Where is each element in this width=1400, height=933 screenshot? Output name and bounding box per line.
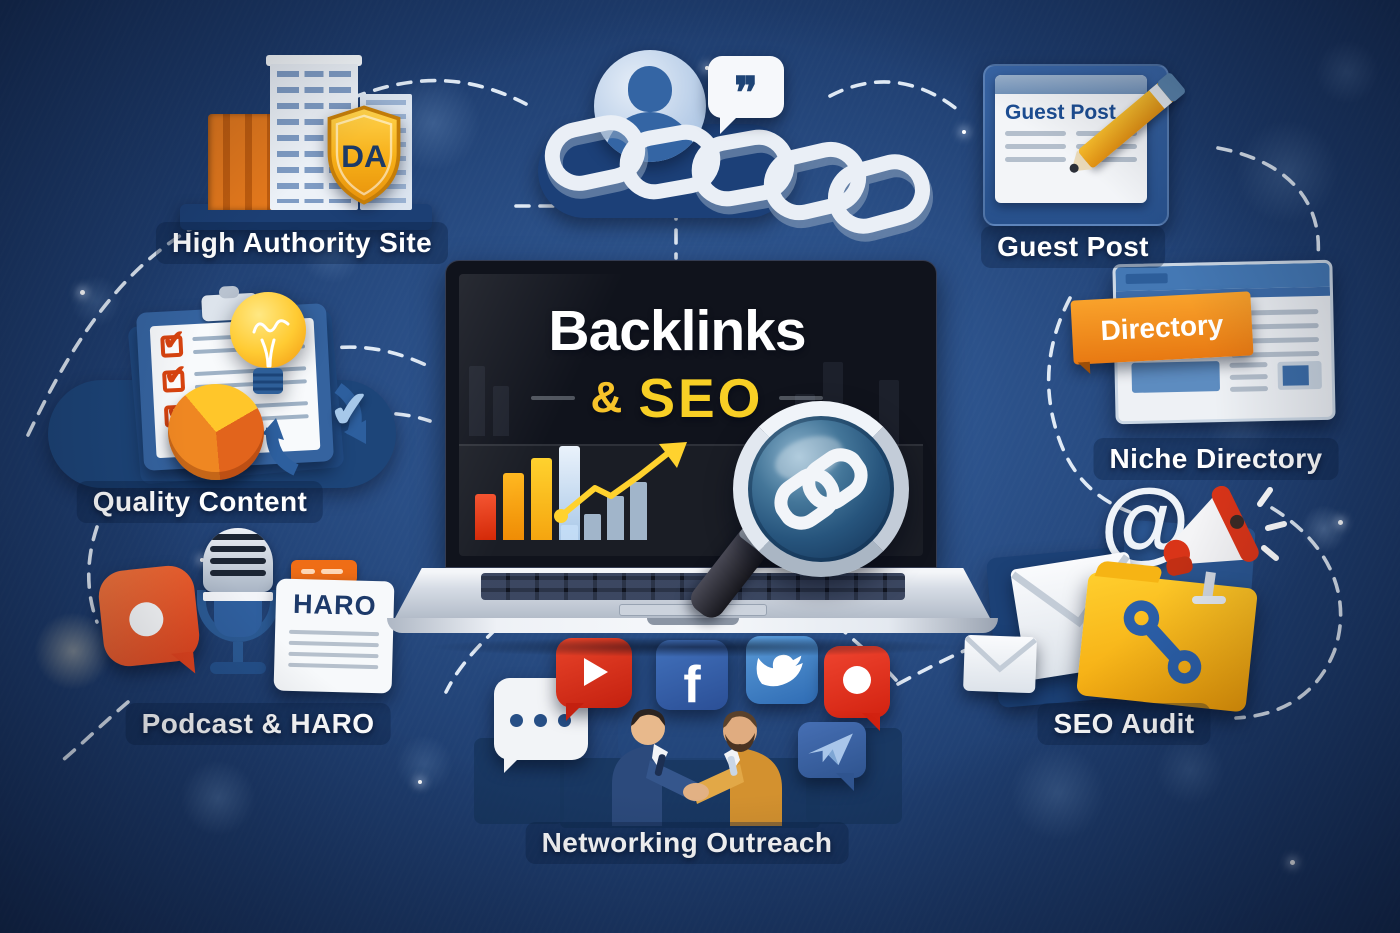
decor-dash (779, 396, 824, 400)
haro-card-icon: HARO (273, 578, 395, 694)
pale-bar-chart-icon (561, 482, 647, 540)
label-high-authority: High Authority Site (155, 222, 449, 264)
trend-arrow-icon (554, 442, 687, 523)
da-shield-icon: DA (327, 105, 401, 205)
ghost-bar (493, 386, 509, 436)
node-niche-directory: Directory (1062, 256, 1342, 468)
connector-path (1046, 296, 1132, 514)
magnifier-link-icon (685, 401, 909, 624)
microphone-icon (197, 528, 281, 696)
document-title: Guest Post (1005, 101, 1116, 124)
building-orange-icon (208, 114, 274, 210)
bar-chart-icon (475, 446, 580, 540)
screen-title: Backlinks (459, 298, 895, 364)
toolbox-folder-icon (1075, 571, 1259, 713)
checkbox-icon: ✔ (162, 360, 188, 393)
label-networking: Networking Outreach (525, 822, 849, 864)
connector-path (444, 626, 499, 694)
node-seo-audit: @ (952, 468, 1322, 718)
quote-bubble-icon: ❞ (708, 56, 784, 134)
document-titlebar (995, 75, 1147, 94)
text-line (1005, 144, 1066, 149)
text-line (288, 662, 379, 670)
chain-links-icon (544, 115, 933, 242)
content-block (1277, 360, 1323, 390)
label-seo-audit: SEO Audit (1037, 703, 1211, 745)
label-podcast-haro: Podcast & HARO (125, 703, 391, 745)
connector-path (350, 78, 528, 106)
node-podcast-haro: HARO (85, 522, 415, 722)
wrench-icon (1123, 600, 1202, 684)
text-line (288, 640, 379, 648)
connector-path (1234, 506, 1343, 720)
text-line (1229, 386, 1269, 392)
text-line (1005, 157, 1066, 162)
node-guest-post: Guest Post (975, 58, 1195, 238)
seo-text: SEO (638, 366, 763, 430)
directory-ribbon-text: Directory (1099, 308, 1225, 347)
laptop: Backlinks & SEO (387, 255, 998, 660)
messenger-plane-icon (798, 722, 866, 791)
lightbulb-icon (230, 292, 306, 394)
building-roof (266, 55, 362, 66)
screen-subtitle: & SEO (459, 366, 895, 430)
directory-ribbon: Directory (1070, 291, 1254, 365)
haro-title: HARO (292, 588, 377, 622)
chat-bubble-icon (96, 563, 202, 669)
approval-check-icon: ✔ (327, 382, 373, 439)
text-line (288, 651, 379, 659)
panel-divider (459, 444, 923, 446)
text-line (1229, 362, 1268, 368)
laptop-shadow (425, 637, 965, 657)
node-quality-content: ✔ ✔ ✔ ✔ (48, 278, 418, 513)
laptop-base-lip (387, 618, 998, 633)
facebook-glyph: f (683, 656, 701, 715)
connector-path (828, 80, 960, 112)
text-line (1229, 374, 1268, 380)
pie-chart-icon (168, 384, 264, 480)
ghost-bar (469, 366, 485, 436)
handshake-people-icon (612, 708, 782, 826)
amp-text: & (591, 373, 623, 423)
text-line (1076, 157, 1137, 162)
record-bubble-icon (824, 646, 890, 731)
node-link-profile: ❞ (480, 42, 933, 242)
node-high-authority: DA (170, 52, 455, 252)
label-niche-directory: Niche Directory (1093, 438, 1339, 480)
connector-path (86, 525, 99, 624)
connector-path (1216, 146, 1321, 258)
megaphone-icon (1163, 486, 1287, 604)
da-badge-text: DA (341, 138, 387, 174)
text-line (289, 629, 380, 637)
label-quality-content: Quality Content (76, 481, 324, 523)
connector-path (896, 648, 968, 686)
checkbox-icon: ✔ (160, 325, 186, 358)
text-line (1005, 131, 1066, 136)
connector-path (55, 700, 130, 767)
label-guest-post: Guest Post (981, 226, 1165, 268)
refresh-arrows-icon (262, 383, 366, 476)
link-chain-icon (774, 448, 868, 530)
envelope-small-icon (963, 634, 1037, 694)
node-networking: f (468, 618, 908, 868)
decor-dash (530, 396, 575, 400)
content-block (1131, 361, 1221, 393)
